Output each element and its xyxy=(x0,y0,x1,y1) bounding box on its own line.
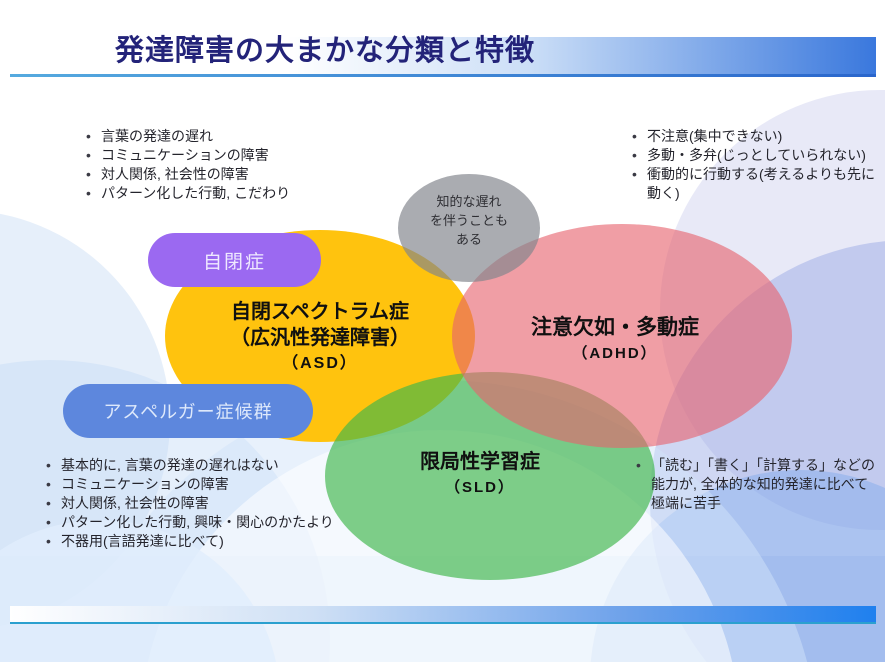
title-underline xyxy=(10,74,876,77)
adhd-label: 注意欠如・多動症 （ADHD） xyxy=(490,314,740,364)
asperger-pill-label: アスペルガー症候群 xyxy=(103,402,273,422)
sld-label: 限局性学習症 （SLD） xyxy=(355,449,605,498)
sld-label-abbrev: （SLD） xyxy=(444,479,515,496)
list-item: 対人関係, 社会性の障害 xyxy=(84,165,364,184)
venn-intellectual-circle xyxy=(398,174,540,282)
asperger-pill: アスペルガー症候群 xyxy=(63,384,313,438)
intellectual-delay-line3: ある xyxy=(455,231,482,247)
autism-pill: 自閉症 xyxy=(148,233,321,287)
intellectual-delay-label: 知的な遅れ を伴うことも ある xyxy=(398,193,540,250)
autism-pill-label: 自閉症 xyxy=(202,251,266,273)
page-title: 発達障害の大まかな分類と特徴 xyxy=(115,35,536,67)
asd-label-line1: 自閉スペクトラム症 xyxy=(231,301,409,323)
sld-feature-list: 「読む」「書く」「計算する」などの能力が, 全体的な知的発達に比べて極端に苦手 xyxy=(634,456,880,513)
header-gradient-band xyxy=(10,37,876,74)
adhd-label-line1: 注意欠如・多動症 xyxy=(531,316,699,339)
list-item: 「読む」「書く」「計算する」などの能力が, 全体的な知的発達に比べて極端に苦手 xyxy=(634,456,880,513)
footer-accent-line xyxy=(10,622,876,624)
list-item: 衝動的に行動する(考えるよりも先に動く) xyxy=(630,165,880,203)
list-item: 不器用(言語発達に比べて) xyxy=(44,532,338,551)
list-item: コミュニケーションの障害 xyxy=(84,146,364,165)
adhd-feature-list: 不注意(集中できない) 多動・多弁(じっとしていられない) 衝動的に行動する(考… xyxy=(630,127,880,203)
intellectual-delay-line2: を伴うことも xyxy=(429,212,508,228)
list-item: 不注意(集中できない) xyxy=(630,127,880,146)
footer-gradient-bar xyxy=(10,606,876,622)
asd-label: 自閉スペクトラム症 （広汎性発達障害） （ASD） xyxy=(175,299,465,375)
asd-label-abbrev: （ASD） xyxy=(282,355,358,372)
asd-feature-list: 言葉の発達の遅れ コミュニケーションの障害 対人関係, 社会性の障害 パターン化… xyxy=(84,127,364,203)
adhd-label-abbrev: （ADHD） xyxy=(572,345,658,363)
sld-label-line1: 限局性学習症 xyxy=(420,451,540,473)
list-item: パターン化した行動, 興味・関心のかたより xyxy=(44,513,338,532)
list-item: 言葉の発達の遅れ xyxy=(84,127,364,146)
list-item: 基本的に, 言葉の発達の遅れはない xyxy=(44,456,338,475)
list-item: コミュニケーションの障害 xyxy=(44,475,338,494)
list-item: 対人関係, 社会性の障害 xyxy=(44,494,338,513)
asperger-feature-list: 基本的に, 言葉の発達の遅れはない コミュニケーションの障害 対人関係, 社会性… xyxy=(44,456,338,551)
list-item: パターン化した行動, こだわり xyxy=(84,184,364,203)
list-item: 多動・多弁(じっとしていられない) xyxy=(630,146,880,165)
intellectual-delay-line1: 知的な遅れ xyxy=(436,194,502,209)
asd-label-line2: （広汎性発達障害） xyxy=(230,327,410,349)
